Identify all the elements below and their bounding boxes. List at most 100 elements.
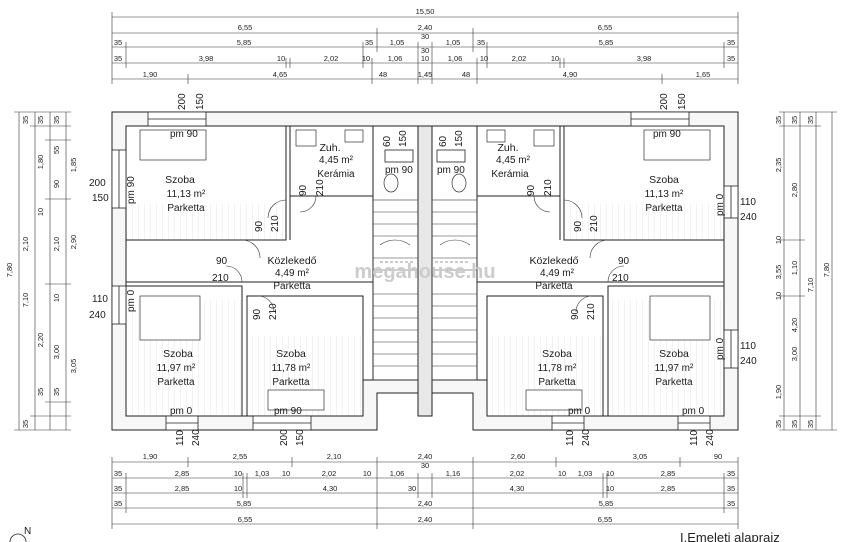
opening-height: 240 bbox=[89, 310, 106, 321]
dim-text: 35 bbox=[727, 469, 735, 478]
parapet-label: pm 0 bbox=[715, 193, 726, 216]
dim-text: 4,30 bbox=[510, 484, 525, 493]
room-label: Szoba 11,78 m² Parketta bbox=[272, 348, 311, 388]
dim-text: 2,02 bbox=[324, 54, 339, 63]
dim-text: 2,55 bbox=[233, 452, 248, 461]
opening-height: 150 bbox=[677, 93, 688, 110]
door-width: 90 bbox=[618, 256, 630, 267]
dim-text: 7,80 bbox=[5, 263, 14, 278]
opening-height: 240 bbox=[740, 356, 757, 367]
door-height: 210 bbox=[543, 179, 554, 196]
dim-text: 90 bbox=[52, 180, 61, 188]
room-label: Közlekedő 4,49 m² Parketta bbox=[267, 255, 316, 292]
opening-height: 240 bbox=[581, 429, 592, 446]
door-height: 210 bbox=[612, 273, 629, 284]
door-height: 210 bbox=[589, 215, 600, 232]
dim-text: 10 bbox=[36, 208, 45, 216]
dim-text: 35 bbox=[806, 116, 815, 124]
room-floor: Parketta bbox=[538, 377, 576, 388]
dim-text: 6,55 bbox=[598, 23, 613, 32]
north-label: N bbox=[24, 526, 31, 537]
dim-text: 35 bbox=[727, 484, 735, 493]
dim-text: 3,98 bbox=[637, 54, 652, 63]
opening-height: 150 bbox=[92, 193, 109, 204]
room-name: Közlekedő bbox=[267, 255, 316, 267]
parapet-label: pm 0 bbox=[170, 406, 193, 417]
dim-text: 2,85 bbox=[175, 469, 190, 478]
dim-text: 6,55 bbox=[238, 23, 253, 32]
opening-width: 60 bbox=[382, 135, 393, 147]
room-area: 4,45 m² bbox=[319, 155, 354, 166]
opening-width: 110 bbox=[740, 341, 756, 352]
dim-text: 35 bbox=[114, 499, 122, 508]
dim-text: 10 bbox=[234, 469, 242, 478]
dim-text: 35 bbox=[727, 38, 735, 47]
dim-text: 35 bbox=[21, 420, 30, 428]
dimension-text-right: 35 2,35 10 3,55 10 1,90 35 35 2,80 1,10 … bbox=[774, 116, 831, 428]
dim-total-width: 15,50 bbox=[416, 7, 435, 16]
door-width: 90 bbox=[570, 308, 581, 320]
room-label: Zuh. 4,45 m² Kerámia bbox=[317, 142, 355, 180]
room-floor: Parketta bbox=[655, 377, 693, 388]
dim-text: 2,40 bbox=[418, 515, 433, 524]
dim-text: 35 bbox=[52, 388, 61, 396]
room-label: Szoba 11,97 m² Parketta bbox=[157, 348, 196, 388]
room-floor: Parketta bbox=[272, 377, 310, 388]
dim-text: 35 bbox=[727, 499, 735, 508]
dim-text: 35 bbox=[114, 38, 122, 47]
dim-text: 6,55 bbox=[598, 515, 613, 524]
opening-width: 110 bbox=[92, 294, 108, 305]
room-floor: Parketta bbox=[157, 377, 195, 388]
room-floor: Kerámia bbox=[491, 169, 529, 180]
dim-text: 55 bbox=[52, 146, 61, 154]
door-swings bbox=[225, 195, 625, 313]
dim-text: 35 bbox=[114, 469, 122, 478]
room-name: Szoba bbox=[542, 348, 572, 360]
dim-text: 2,02 bbox=[512, 54, 527, 63]
bathroom-fixtures bbox=[295, 129, 555, 193]
parapet-label: pm 90 bbox=[653, 129, 681, 140]
stairs bbox=[372, 199, 478, 381]
dim-text: 1,03 bbox=[578, 469, 593, 478]
dim-text: 10 bbox=[234, 484, 242, 493]
dim-text: 2,20 bbox=[36, 333, 45, 348]
parapet-label: pm 90 bbox=[126, 176, 137, 204]
dim-text: 1,06 bbox=[448, 54, 463, 63]
opening-width: 200 bbox=[659, 93, 670, 110]
dim-text: 1,65 bbox=[696, 70, 711, 79]
dim-text: 10 bbox=[480, 54, 488, 63]
dim-text: 1,90 bbox=[143, 452, 158, 461]
dim-text: 4,90 bbox=[563, 70, 578, 79]
door-height: 210 bbox=[586, 303, 597, 320]
room-name: Szoba bbox=[649, 174, 679, 186]
dim-text: 2,02 bbox=[322, 469, 337, 478]
room-name: Zuh. bbox=[319, 142, 340, 154]
dim-text: 35 bbox=[477, 38, 485, 47]
room-area: 4,49 m² bbox=[275, 268, 310, 279]
dim-text: 10 bbox=[362, 54, 370, 63]
dimension-text-bottom: 1,90 2,55 2,10 2,40 2,60 3,05 90 30 35 2… bbox=[114, 452, 735, 524]
dim-text: 48 bbox=[462, 70, 470, 79]
dim-text: 10 bbox=[551, 54, 559, 63]
dimension-lines-left bbox=[14, 111, 71, 431]
room-name: Szoba bbox=[165, 174, 195, 186]
dim-text: 2,85 bbox=[661, 469, 676, 478]
dim-text: 10 bbox=[606, 469, 614, 478]
dim-text: 1,05 bbox=[446, 38, 461, 47]
dim-text: 2,35 bbox=[774, 158, 783, 173]
dimension-lines-bottom bbox=[111, 457, 739, 529]
dim-text: 1,80 bbox=[36, 155, 45, 170]
dimension-lines-right bbox=[779, 111, 837, 431]
opening-height: 150 bbox=[398, 130, 409, 147]
dim-text: 35 bbox=[806, 420, 815, 428]
opening-width: 200 bbox=[89, 178, 106, 189]
dim-text: 10 bbox=[277, 54, 285, 63]
room-label: Szoba 11,97 m² Parketta bbox=[655, 348, 694, 388]
opening-width: 110 bbox=[175, 430, 186, 446]
dim-text: 4,30 bbox=[323, 484, 338, 493]
plan-title: I.Emeleti alaprajz bbox=[680, 530, 780, 542]
room-floor: Parketta bbox=[535, 281, 573, 292]
dim-text: 2,85 bbox=[175, 484, 190, 493]
dim-text: 35 bbox=[365, 38, 373, 47]
